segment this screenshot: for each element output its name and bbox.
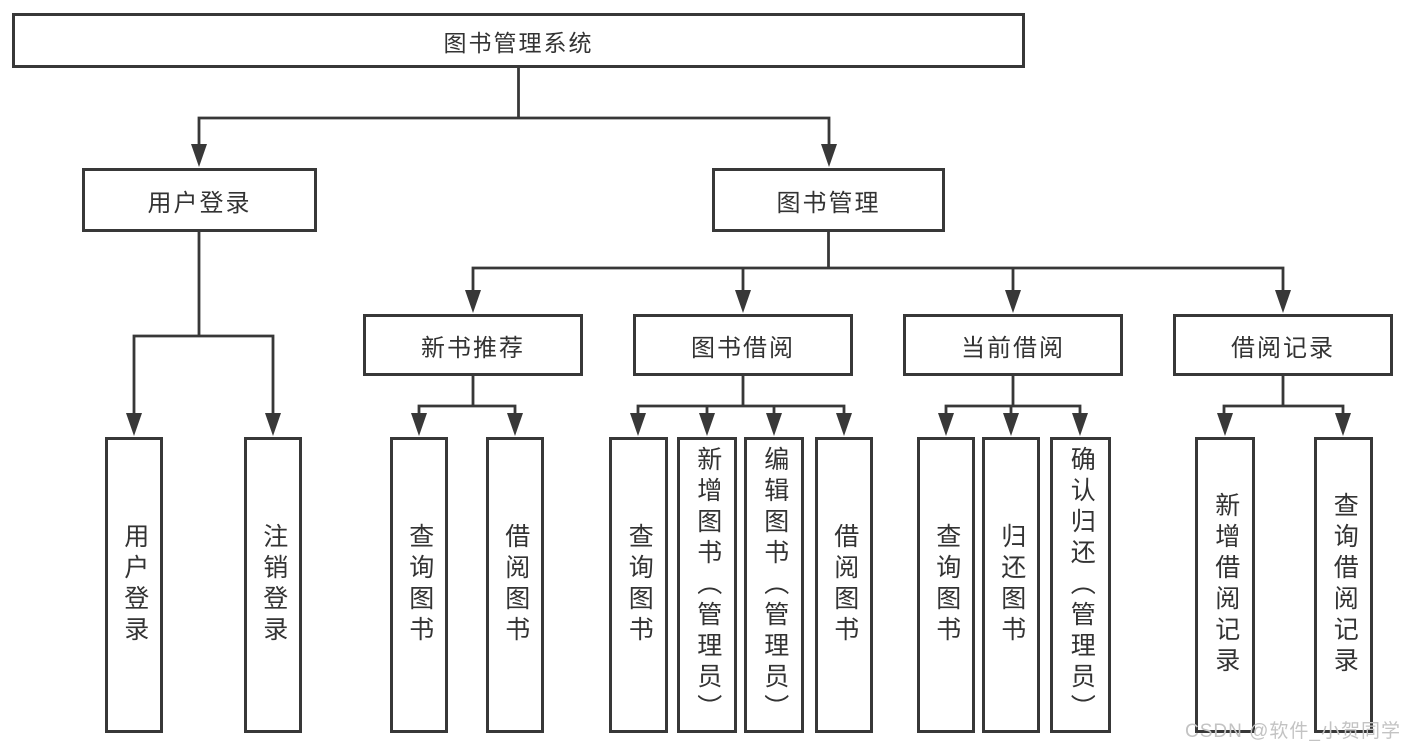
node-label: 注销登录 (259, 523, 288, 647)
node-label: 新书推荐 (421, 334, 525, 362)
csdn-watermark: CSDN @软件_小贺同学 (1185, 721, 1401, 742)
node-new-book-recommend: 新书推荐 (363, 314, 583, 376)
node-label: 编辑图书（管理员） (760, 445, 789, 725)
leaf-logout: 注销登录 (244, 437, 302, 733)
leaf-borrow-books: 借阅图书 (815, 437, 873, 733)
node-current-borrowing: 当前借阅 (903, 314, 1123, 376)
leaf-confirm-return-admin: 确认归还（管理员） (1050, 437, 1111, 733)
leaf-user-login: 用户登录 (105, 437, 163, 733)
node-label: 图书管理系统 (443, 29, 594, 56)
leaf-query-books-current: 查询图书 (917, 437, 975, 733)
leaf-edit-book-admin: 编辑图书（管理员） (744, 437, 804, 733)
node-book-management: 图书管理 (712, 168, 945, 232)
node-label: 图书借阅 (691, 334, 795, 362)
leaf-add-borrow-record: 新增借阅记录 (1195, 437, 1255, 733)
node-library-management-system: 图书管理系统 (12, 13, 1025, 68)
node-label: 借阅图书 (501, 523, 530, 647)
leaf-query-borrow-record: 查询借阅记录 (1314, 437, 1373, 733)
node-borrowing-records: 借阅记录 (1173, 314, 1393, 376)
leaf-borrow-books-recommend: 借阅图书 (486, 437, 544, 733)
leaf-query-books-recommend: 查询图书 (390, 437, 448, 733)
node-label: 新增图书（管理员） (693, 445, 722, 725)
node-label: 图书管理 (776, 189, 881, 217)
node-label: 借阅图书 (830, 523, 859, 647)
node-label: 用户登录 (147, 189, 252, 217)
node-label: 用户登录 (120, 523, 149, 647)
node-book-borrowing: 图书借阅 (633, 314, 853, 376)
node-label: 新增借阅记录 (1211, 492, 1240, 678)
node-label: 借阅记录 (1231, 334, 1335, 362)
node-label: 查询借阅记录 (1330, 492, 1359, 678)
node-user-login: 用户登录 (82, 168, 317, 232)
node-label: 查询图书 (625, 523, 654, 647)
leaf-return-books: 归还图书 (982, 437, 1040, 733)
node-label: 归还图书 (997, 523, 1026, 647)
node-label: 查询图书 (932, 523, 961, 647)
node-label: 当前借阅 (961, 334, 1065, 362)
node-label: 查询图书 (405, 523, 434, 647)
node-label: 确认归还（管理员） (1067, 445, 1096, 725)
leaf-query-books-borrowing: 查询图书 (609, 437, 668, 733)
leaf-add-book-admin: 新增图书（管理员） (677, 437, 737, 733)
